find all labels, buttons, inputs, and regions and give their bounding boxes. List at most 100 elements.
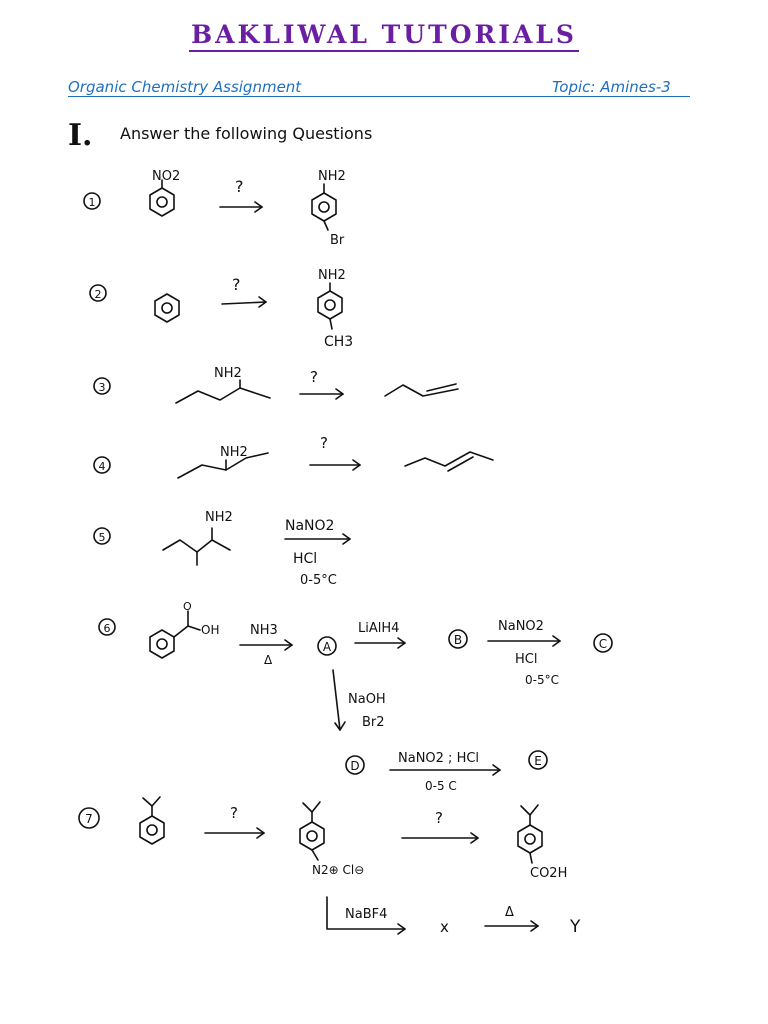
o-label: O [183,600,192,613]
question-number-circle [93,456,111,474]
compound-c: C [599,637,607,651]
reagent-naoh: NaOH [348,692,386,707]
reagent-hcl: HCl [293,551,317,567]
reagent-temperature: 0-5°C [300,573,337,588]
alkene-chain [384,384,459,397]
compound-e: E [534,754,542,768]
nh2-label: NH2 [214,366,242,381]
bond [323,220,329,231]
arrow-head [397,923,406,935]
aromatic-circle [161,302,173,314]
question-number: 1 [89,196,96,209]
header-underline [68,96,690,97]
question-number-circle [93,377,111,395]
unknown-reagent: ? [232,275,241,294]
product-y: Y [569,917,581,937]
compound-d: D [350,759,359,773]
question-number: 4 [99,460,106,473]
arrow-head [492,764,501,776]
product-x: x [440,918,449,936]
reagent-nano2-hcl: NaNO2 ; HCl [398,751,479,766]
no2-label: NO2 [152,169,180,184]
aromatic-circle [318,201,330,213]
isopropyl-group [520,804,539,816]
section-number: I. [68,118,93,153]
question-number-circle [98,618,116,636]
compound-d-circle [345,755,365,775]
arrow-head [334,721,346,731]
bond [529,852,533,864]
arrow-head [335,388,344,400]
double-bond [447,456,474,472]
unknown-reagent: ? [320,434,328,452]
bond [311,849,319,861]
nh2-label: NH2 [220,445,248,460]
arrow-head [254,201,263,213]
nh2-label: NH2 [318,169,346,184]
aromatic-circle [156,196,168,208]
diazonium-label: N2⊕ Cl⊖ [312,863,364,877]
arrow-head [470,832,479,844]
reaction-arrow-down [332,669,341,731]
question-6: 6 O OH NH3 Δ A LiAlH4 B NaNO2 HCl 0-5°C … [98,600,613,793]
reaction-arrow [221,301,267,305]
reagent-nano2: NaNO2 [285,518,334,534]
reagent-nabf4: NaBF4 [345,907,387,922]
arrow-head [258,296,267,308]
aromatic-circle [306,830,318,842]
question-number: 7 [85,812,93,826]
topic-label: Topic: Amines-3 [552,78,671,96]
skeletal-chain [162,539,231,553]
reagent-delta: Δ [264,653,273,667]
ch3-label: CH3 [324,334,353,350]
reagent-br2: Br2 [362,715,385,730]
reagent-hcl: HCl [515,652,537,667]
title-text: BAKLIWAL TUTORIALS [189,20,579,52]
compound-b-circle [448,629,468,649]
benzene-ring [154,293,180,323]
unknown-reagent: ? [435,809,443,827]
aromatic-circle [324,299,336,311]
question-3: 3 NH2 ? [93,366,459,404]
compound-c-circle [593,633,613,653]
question-number: 2 [95,288,102,301]
aromatic-circle [156,638,168,650]
question-number: 6 [104,622,111,635]
co2h-label: CO2H [530,866,567,881]
page-title: BAKLIWAL TUTORIALS [0,20,768,52]
compound-a: A [323,640,332,654]
arrow-head [397,637,406,649]
bond [329,318,333,330]
question-number-circle [89,284,107,302]
question-number: 5 [99,531,106,544]
reagent-temperature: 0-5 C [425,779,457,793]
arrow-head [256,827,265,839]
compound-b: B [454,633,462,647]
benzene-ring [311,192,337,222]
br-label: Br [330,233,345,248]
benzene-ring [317,290,343,320]
reagent-nano2: NaNO2 [498,619,544,634]
arrow-head [284,639,293,651]
benzene-ring [149,629,175,659]
nh2-label: NH2 [205,510,233,525]
section-instruction: Answer the following Questions [120,124,373,143]
reagent-lialh4: LiAlH4 [358,621,399,636]
reagent-nh3: NH3 [250,623,278,638]
isopropyl-group [142,796,161,807]
aromatic-circle [524,833,536,845]
arrow-head [342,533,351,545]
benzene-ring [149,187,175,217]
subject-label: Organic Chemistry Assignment [68,78,302,96]
skeletal-chain [175,387,271,404]
question-7: 7 ? N2⊕ Cl⊖ ? CO2H NaBF4 x Δ Y [78,796,581,937]
benzene-ring [517,824,543,854]
reagent-temperature: 0-5°C [525,673,559,687]
nh2-label: NH2 [318,268,346,283]
carboxyl-bond [173,625,201,638]
question-number-circle [83,192,101,210]
question-4: 4 NH2 ? [93,434,494,479]
question-5: 5 NH2 NaNO2 HCl 0-5°C [93,510,351,588]
question-1: 1 NO2 ? NH2 Br [83,169,346,248]
arrow-head [352,459,361,471]
